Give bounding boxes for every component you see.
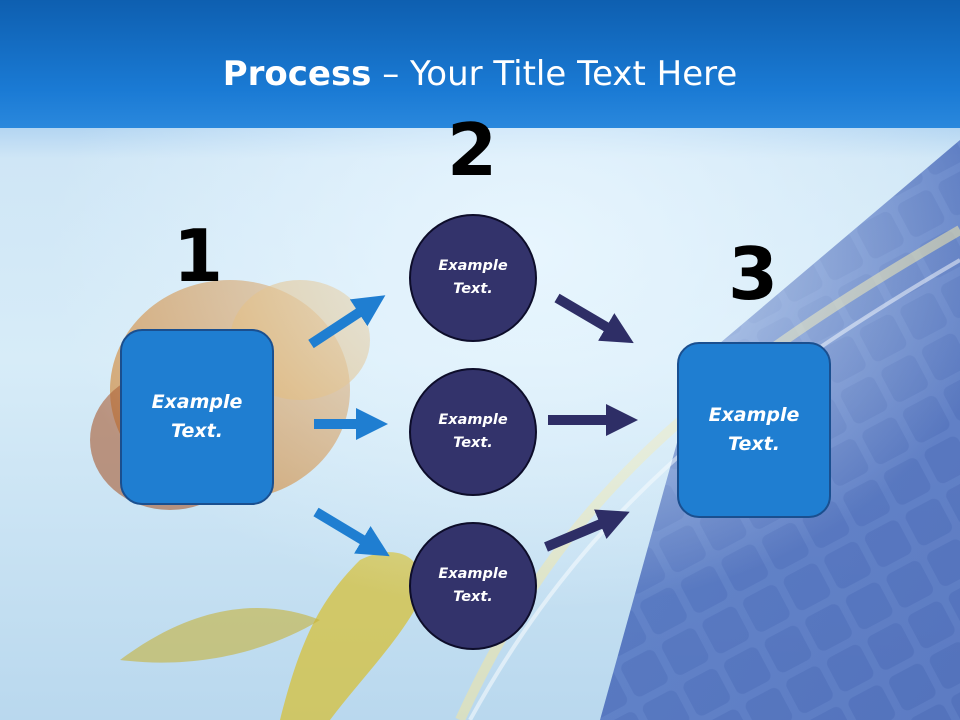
left-box-text: Example Text. xyxy=(151,391,243,442)
arrow-from-circle-1 xyxy=(554,293,634,344)
title-bold: Process xyxy=(222,54,372,94)
circle-2-text: Example Text. xyxy=(438,412,508,451)
circle-1-text: Example Text. xyxy=(438,258,508,297)
left-box: Example Text. xyxy=(120,329,274,505)
circle-1: Example Text. xyxy=(409,214,537,342)
slide-title: Process – Your Title Text Here xyxy=(0,52,960,96)
step-number-1: 1 xyxy=(172,214,224,298)
title-rest: – Your Title Text Here xyxy=(371,54,738,94)
circle-3-text: Example Text. xyxy=(438,566,508,605)
arrow-from-circle-3 xyxy=(544,509,630,552)
right-box-text: Example Text. xyxy=(708,404,800,455)
right-box: Example Text. xyxy=(677,342,831,518)
arrow-to-circle-1 xyxy=(308,295,386,349)
circle-3: Example Text. xyxy=(409,522,537,650)
step-number-3: 3 xyxy=(727,232,779,316)
arrow-to-circle-3 xyxy=(313,507,390,557)
circle-2: Example Text. xyxy=(409,368,537,496)
header-bar xyxy=(0,0,960,128)
step-number-2: 2 xyxy=(446,108,498,192)
